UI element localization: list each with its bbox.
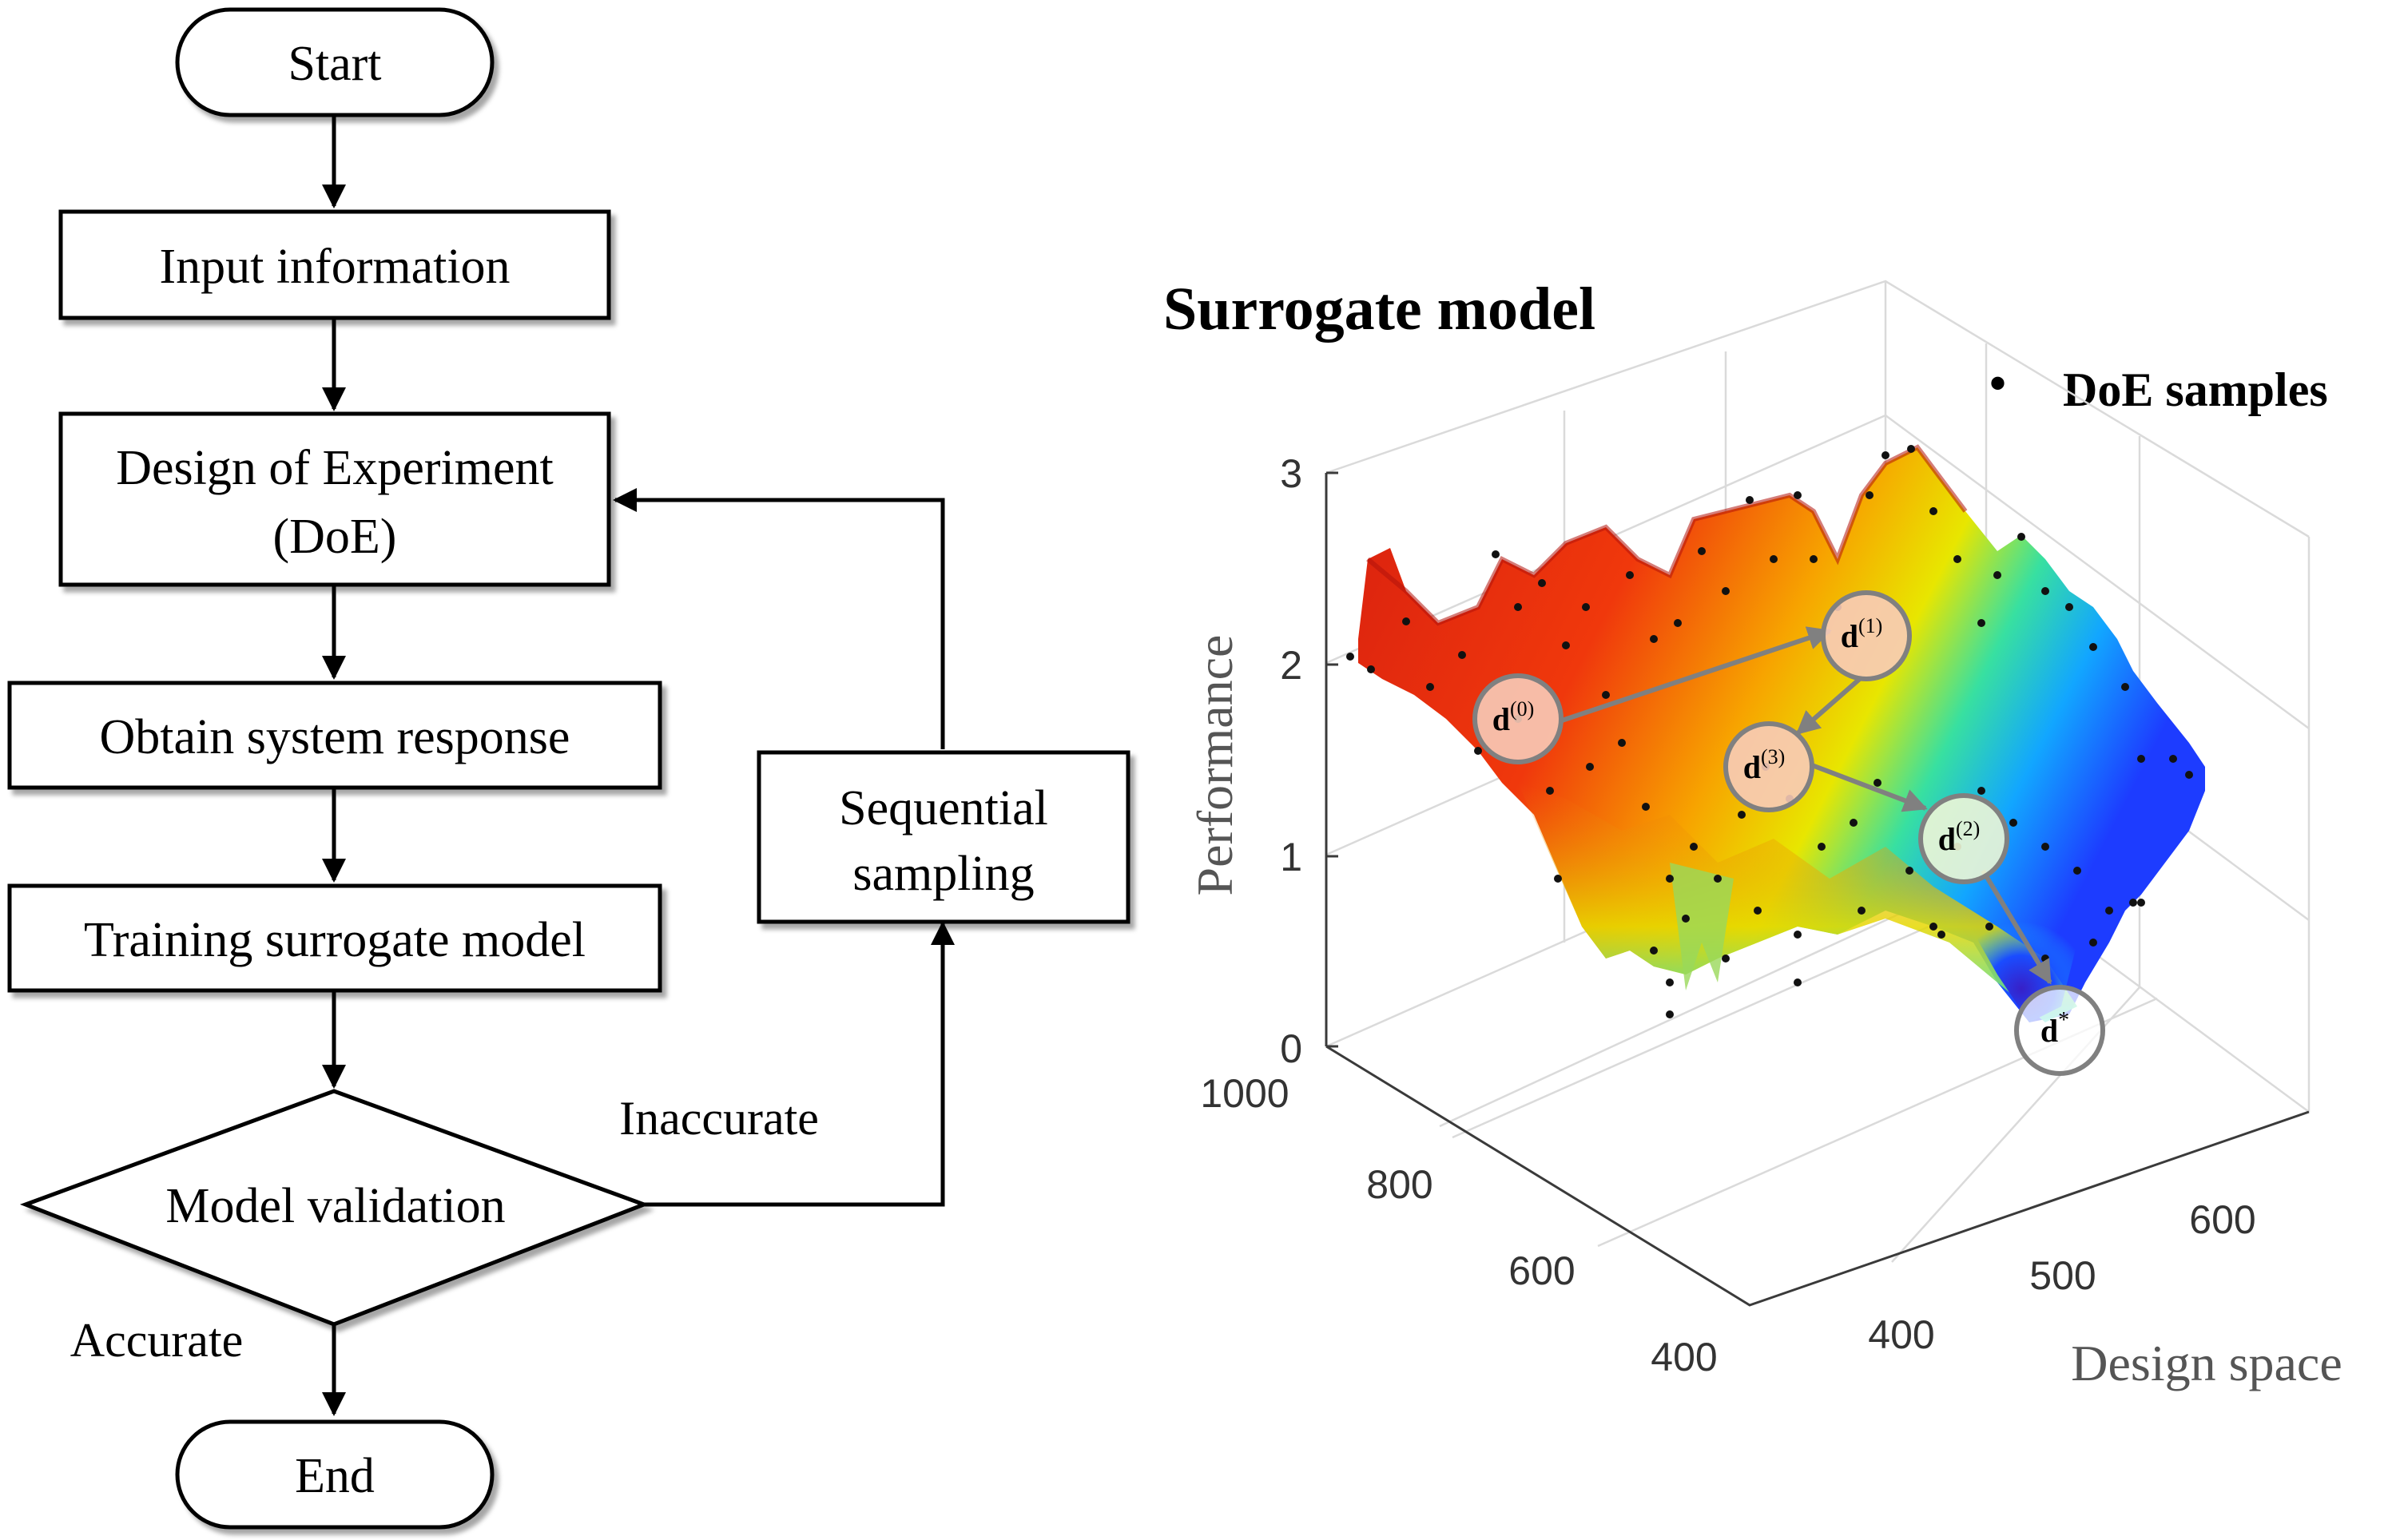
point-d1: d(1)	[1821, 590, 1912, 681]
axes-lines	[1325, 471, 2310, 1307]
point-d0: d(0)	[1472, 673, 1564, 764]
path-d0-d1	[1561, 626, 1832, 723]
surrogate-plot: Surrogate model • DoE samples	[1163, 276, 2342, 1391]
point-dstar-label: d*	[2040, 1008, 2069, 1049]
doe-box: Design of Experiment (DoE)	[58, 411, 611, 587]
sequential-label-line1: Sequential	[839, 781, 1048, 835]
y-tick-1000: 1000	[1200, 1071, 1289, 1116]
path-d2-dstar	[1981, 869, 2052, 985]
legend: • DoE samples	[1989, 357, 2328, 416]
x-tick-labels: 400 500 600	[1868, 1197, 2255, 1357]
plot-title: Surrogate model	[1163, 276, 1595, 343]
validation-label: Model validation	[165, 1179, 505, 1233]
optimization-path	[1561, 626, 2052, 985]
arrow-validation-sequential	[644, 921, 955, 1207]
start-label: Start	[288, 37, 381, 91]
y-tick-labels: 1000 800 600 400	[1200, 1071, 1717, 1379]
x-tick-500: 500	[2029, 1253, 2096, 1298]
surface-ridge	[1366, 444, 1968, 626]
obtain-box: Obtain system response	[7, 681, 662, 790]
y-tick-400: 400	[1651, 1335, 1717, 1379]
x-tick-600: 600	[2189, 1197, 2255, 1242]
z-axis-label: Performance	[1186, 635, 1243, 896]
start-terminal: Start	[175, 7, 495, 117]
path-d1-d3	[1795, 675, 1863, 736]
point-dstar: d*	[2014, 985, 2105, 1076]
point-d1-label: d(1)	[1841, 614, 1883, 654]
y-tick-600: 600	[1508, 1248, 1575, 1293]
obtain-label: Obtain system response	[100, 710, 570, 764]
legend-marker: •	[1989, 357, 2006, 410]
surface-lower-band	[1518, 783, 2077, 1022]
validation-decision: Model validation	[19, 1089, 650, 1327]
training-box: Training surrogate model	[7, 883, 662, 993]
inaccurate-label: Inaccurate	[619, 1092, 819, 1145]
path-d3-d2	[1810, 763, 1928, 812]
legend-label: DoE samples	[2063, 363, 2328, 416]
z-tick-1: 1	[1280, 835, 1302, 879]
point-d0-label: d(0)	[1492, 697, 1535, 737]
accurate-label: Accurate	[70, 1314, 244, 1367]
training-label: Training surrogate model	[84, 913, 586, 967]
doe-label-line1: Design of Experiment	[116, 441, 554, 495]
arrow-sequential-doe	[613, 488, 945, 749]
doe-sample-dots	[1346, 445, 2193, 1018]
point-d3-label: d(3)	[1743, 745, 1786, 785]
input-label: Input information	[159, 240, 510, 294]
point-d2-label: d(2)	[1938, 817, 1981, 857]
point-d2: d(2)	[1918, 793, 2009, 884]
doe-label-line2: (DoE)	[273, 510, 397, 564]
flowchart: Start Input information Design of Experi…	[7, 7, 1130, 1530]
z-tick-2: 2	[1280, 643, 1302, 688]
sequential-box: Sequential sampling	[757, 750, 1130, 924]
point-d3: d(3)	[1723, 721, 1814, 812]
y-tick-800: 800	[1366, 1162, 1432, 1207]
end-label: End	[295, 1449, 375, 1503]
sequential-label-line2: sampling	[852, 847, 1034, 901]
input-box: Input information	[58, 209, 611, 320]
z-tick-labels: 3 2 1 0	[1280, 451, 1302, 1071]
flow-connectors	[322, 116, 955, 1416]
x-axis-label: Design space	[2071, 1335, 2342, 1391]
surface-spike-1	[1670, 863, 1734, 990]
end-terminal: End	[175, 1419, 495, 1530]
z-tick-3: 3	[1280, 451, 1302, 496]
x-tick-400: 400	[1868, 1312, 1934, 1357]
z-tick-0: 0	[1280, 1026, 1302, 1071]
